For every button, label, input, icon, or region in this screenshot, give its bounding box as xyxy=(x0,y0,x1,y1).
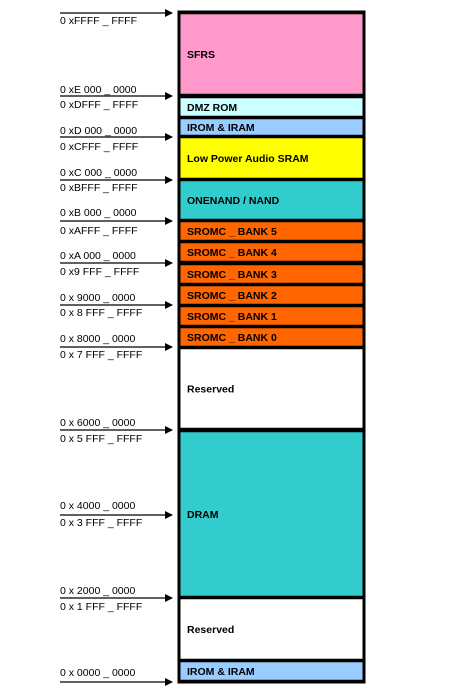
address-label: 0 xB 000 _ 0000 xyxy=(60,207,137,219)
region-sromc-bank-0-10: SROMC _ BANK 0 xyxy=(177,325,366,349)
region-dmz-rom-1: DMZ ROM xyxy=(177,95,366,119)
region-reserved-11: Reserved xyxy=(177,346,366,431)
region-label: SROMC _ BANK 2 xyxy=(187,290,277,302)
region-label: SROMC _ BANK 4 xyxy=(187,247,277,259)
address-label: 0 xC 000 _ 0000 xyxy=(60,167,137,179)
address-label: 0 x 1 FFF _ FFFF xyxy=(60,601,142,613)
region-onenand-nand-4: ONENAND / NAND xyxy=(177,178,366,222)
region-label: SFRS xyxy=(187,49,215,61)
address-label: 0 x 3 FFF _ FFFF xyxy=(60,517,142,529)
region-sromc-bank-1-9: SROMC _ BANK 1 xyxy=(177,304,366,328)
region-irom-iram-2: IROM & IRAM xyxy=(177,116,366,138)
address-label: 0 x 7 FFF _ FFFF xyxy=(60,349,142,361)
address-label: 0 x9 FFF _ FFFF xyxy=(60,266,139,278)
address-label: 0 x 2000 _ 0000 xyxy=(60,585,135,597)
address-label: 0 x 8 FFF _ FFFF xyxy=(60,307,142,319)
address-label: 0 x 0000 _ 0000 xyxy=(60,667,135,679)
region-label: DMZ ROM xyxy=(187,102,237,114)
address-markers: 0 xFFFF _ FFFF 0 xE 000 _ 0000 0 xDFFF _ F… xyxy=(60,9,173,686)
address-label: 0 xFFFF _ FFFF xyxy=(60,15,137,27)
region-sromc-bank-5-5: SROMC _ BANK 5 xyxy=(177,219,366,243)
memory-map-frame xyxy=(177,10,366,684)
region-label: SROMC _ BANK 0 xyxy=(187,332,277,344)
region-label: SROMC _ BANK 1 xyxy=(187,311,277,323)
region-irom-iram-14: IROM & IRAM xyxy=(177,659,366,683)
region-label: Reserved xyxy=(187,384,234,396)
region-label: DRAM xyxy=(187,509,219,521)
address-label: 0 x 9000 _ 0000 xyxy=(60,292,135,304)
region-label: ONENAND / NAND xyxy=(187,195,280,207)
region-box xyxy=(177,346,366,431)
memory-regions: SFRS DMZ ROM IROM & IRAM Low Power Audio SR… xyxy=(177,10,366,684)
region-label: Low Power Audio SRAM xyxy=(187,153,309,165)
region-label: SROMC _ BANK 5 xyxy=(187,226,277,238)
address-label: 0 xAFFF _ FFFF xyxy=(60,225,138,237)
address-label: 0 x 5 FFF _ FFFF xyxy=(60,433,142,445)
address-label: 0 xD 000 _ 0000 xyxy=(60,125,137,137)
address-label: 0 xA 000 _ 0000 xyxy=(60,250,136,262)
region-label: IROM & IRAM xyxy=(187,666,255,678)
region-label: Reserved xyxy=(187,624,234,636)
region-dram-12: DRAM xyxy=(177,429,366,599)
address-label: 0 xCFFF _ FFFF xyxy=(60,141,138,153)
region-reserved-13: Reserved xyxy=(177,596,366,662)
address-label: 0 xDFFF _ FFFF xyxy=(60,99,138,111)
region-label: SROMC _ BANK 3 xyxy=(187,269,277,281)
address-label: 0 xBFFF _ FFFF xyxy=(60,182,138,194)
address-label: 0 x 4000 _ 0000 xyxy=(60,500,135,512)
region-box xyxy=(177,11,366,97)
region-sromc-bank-4-6: SROMC _ BANK 4 xyxy=(177,240,366,264)
region-box xyxy=(177,596,366,662)
region-low-power-audio-sram-3: Low Power Audio SRAM xyxy=(177,135,366,181)
address-label: 0 x 8000 _ 0000 xyxy=(60,333,135,345)
address-label: 0 xE 000 _ 0000 xyxy=(60,84,137,96)
region-sromc-bank-3-7: SROMC _ BANK 3 xyxy=(177,262,366,286)
address-label: 0 x 6000 _ 0000 xyxy=(60,417,135,429)
region-sromc-bank-2-8: SROMC _ BANK 2 xyxy=(177,283,366,307)
region-label: IROM & IRAM xyxy=(187,122,255,134)
region-sfrs-0: SFRS xyxy=(177,11,366,97)
